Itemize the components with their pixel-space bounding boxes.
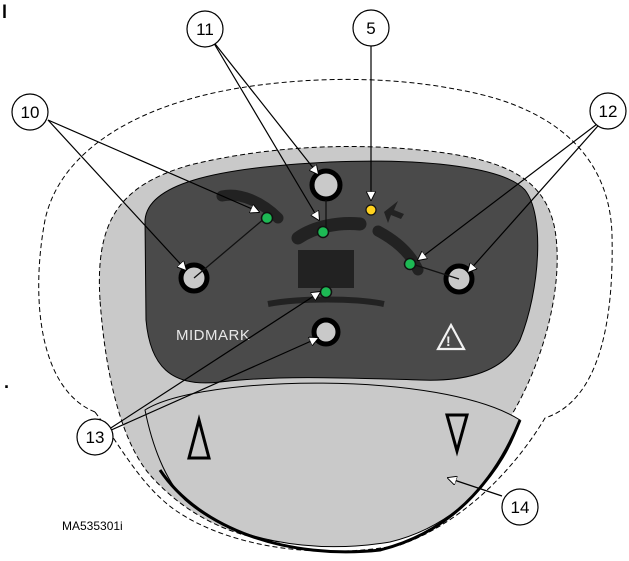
led-yellow-indicator <box>365 204 377 216</box>
button-top-round[interactable] <box>309 168 343 202</box>
brand-label: MIDMARK <box>176 327 250 344</box>
callout-12-label: 12 <box>599 102 618 121</box>
cropped-edge-text-mid: . <box>4 372 9 392</box>
button-bottom-round[interactable] <box>311 317 341 347</box>
leader-lines <box>47 39 606 497</box>
up-triangle-button[interactable] <box>187 414 211 460</box>
down-triangle-button[interactable] <box>445 413 469 457</box>
callout-12: 12 <box>589 92 627 130</box>
callout-13-label: 13 <box>86 428 105 447</box>
lower-area-outline <box>158 419 522 554</box>
callout-10: 10 <box>11 93 49 131</box>
callout-14: 14 <box>501 488 539 526</box>
lever-center[interactable] <box>291 200 367 245</box>
cropped-edge-text-top: l <box>2 2 7 22</box>
callout-13: 13 <box>76 418 114 456</box>
figure-code: MA535301i <box>62 519 123 533</box>
callout-11: 11 <box>186 10 224 48</box>
callout-11-label: 11 <box>196 20 214 39</box>
pointer-arrow-icon <box>384 201 404 223</box>
callout-14-label: 14 <box>511 498 530 517</box>
callout-10-label: 10 <box>21 103 40 122</box>
led-green-right <box>403 257 417 271</box>
svg-text:!: ! <box>446 333 451 349</box>
led-green-bottom <box>319 285 333 299</box>
callout-5: 5 <box>352 9 390 47</box>
lever-left[interactable] <box>193 189 284 279</box>
led-green-left <box>260 211 274 225</box>
callout-5-label: 5 <box>366 19 375 38</box>
warning-icon: ! <box>436 322 466 351</box>
lever-bottom[interactable] <box>267 250 385 307</box>
led-green-center <box>316 225 330 239</box>
